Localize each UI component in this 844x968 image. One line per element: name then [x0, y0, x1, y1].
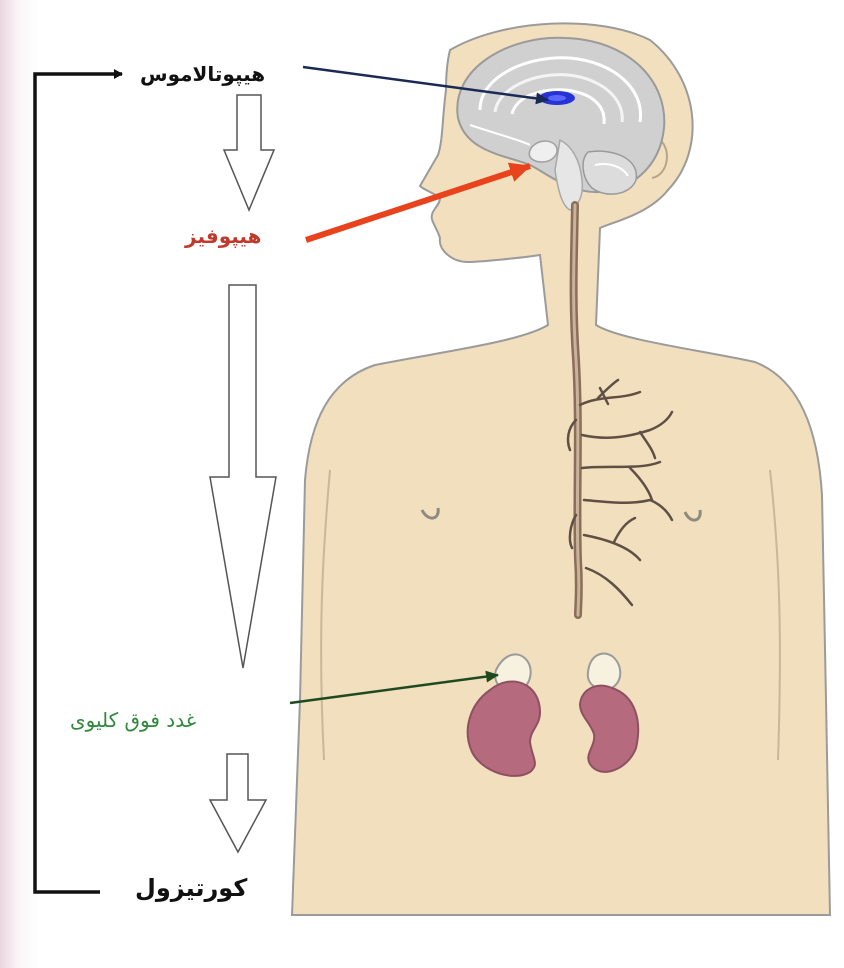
label-hypothalamus: هیپوتالاموس [140, 64, 265, 84]
label-adrenal-glands: غدد فوق کلیوی [70, 710, 196, 730]
arrow-pituitary-to-adrenal [210, 285, 276, 668]
adrenal-right [588, 654, 620, 690]
flow-arrows [210, 95, 276, 852]
label-cortisol: کورتیزول [135, 876, 247, 900]
arrow-hypothalamus-to-pituitary [224, 95, 274, 210]
feedback-loop-arrow [35, 74, 122, 892]
arrow-adrenal-to-cortisol [210, 754, 266, 852]
label-pituitary: هیپوفیز [185, 226, 261, 246]
